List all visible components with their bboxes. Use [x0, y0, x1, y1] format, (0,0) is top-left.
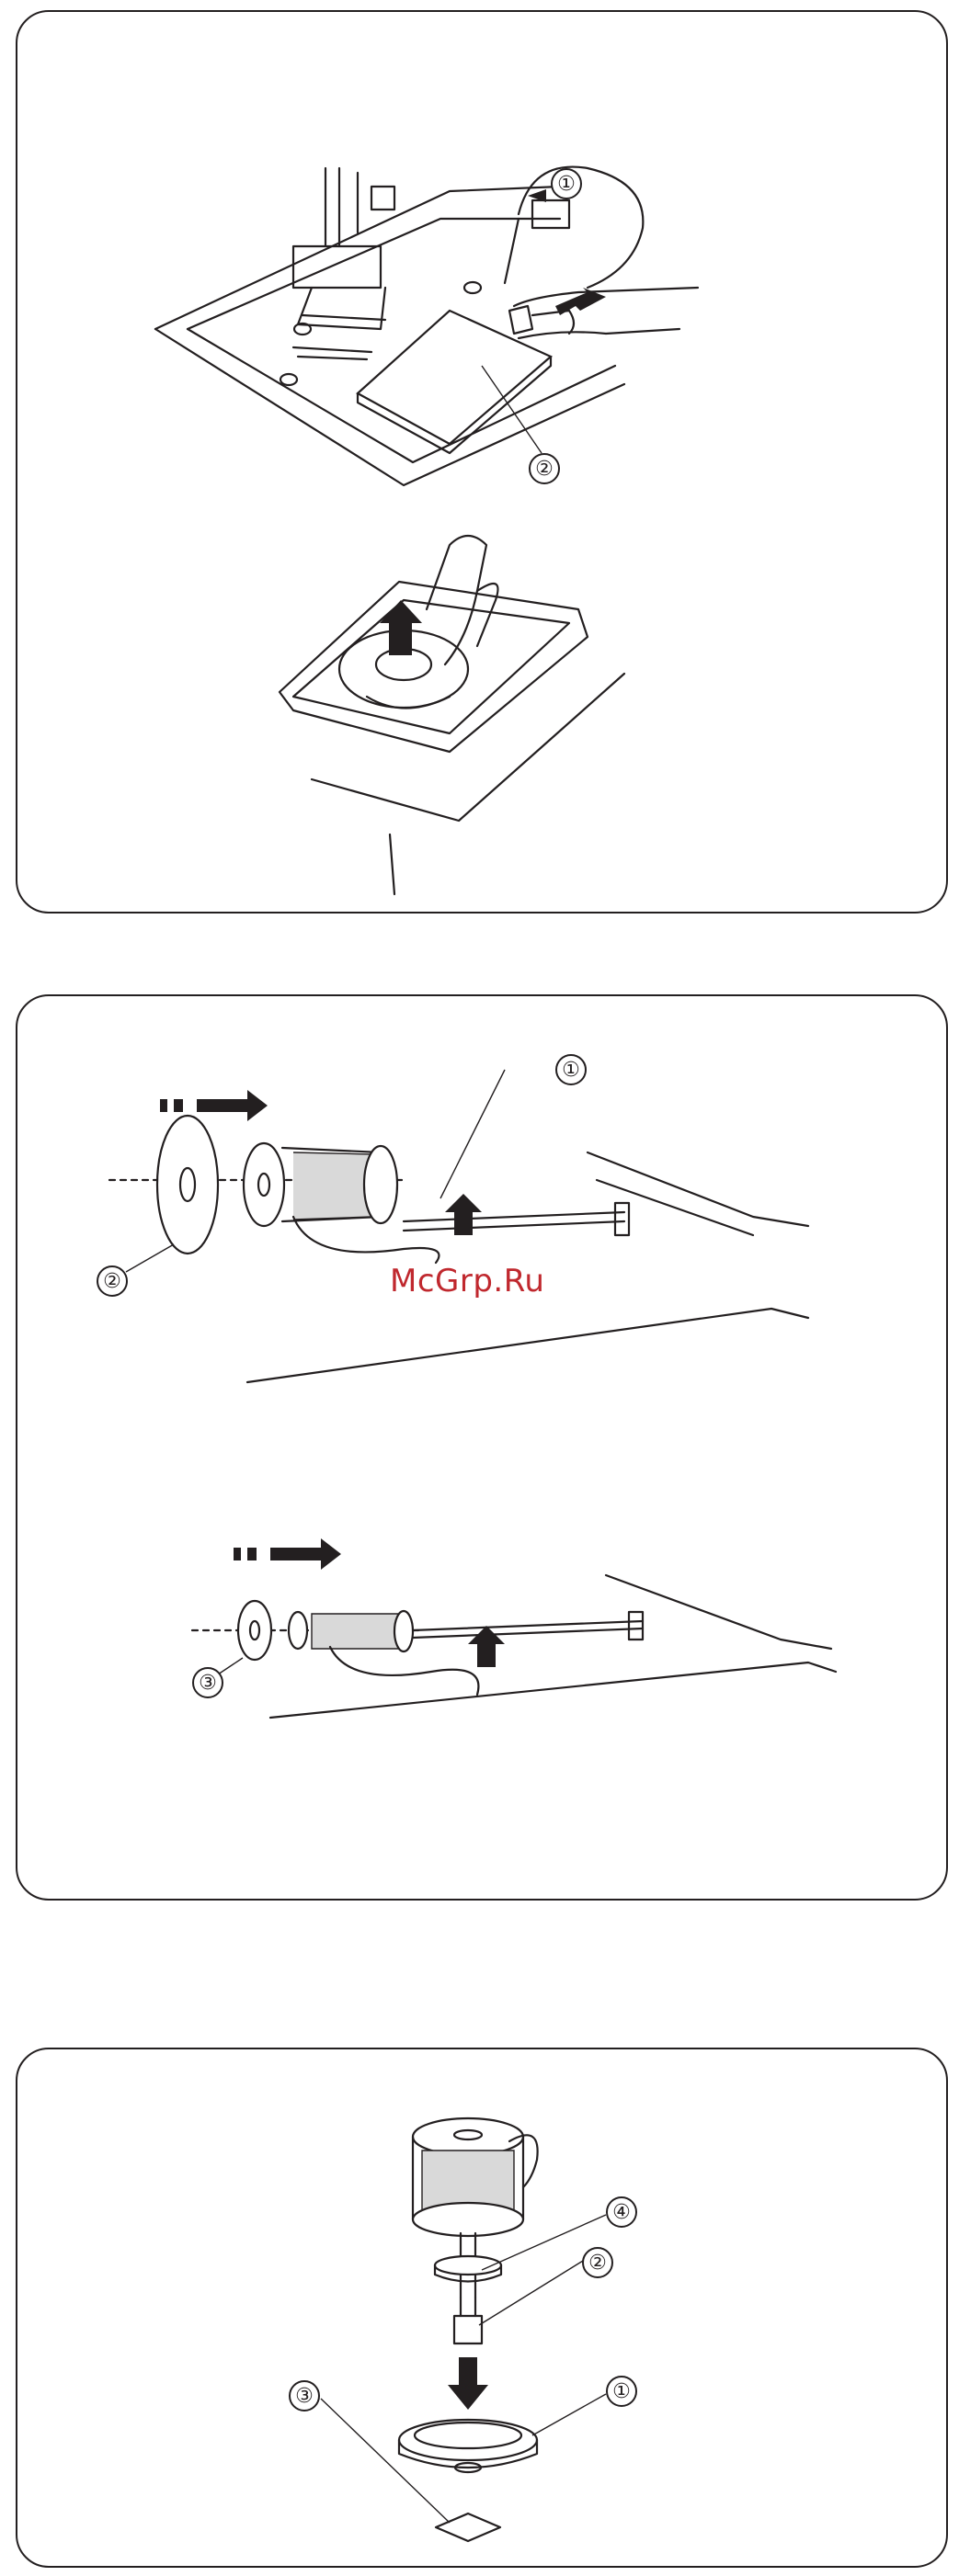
illustration-panel-spool-holder: ① ② ③ McGrp.Ru [16, 994, 948, 1901]
callout-3: ③ [192, 1667, 223, 1698]
callout-1: ① [606, 2376, 637, 2407]
needle-plate-illustration [17, 12, 948, 914]
callout-1: ① [555, 1054, 587, 1085]
callout-3: ③ [289, 2380, 320, 2411]
watermark-text: McGrp.Ru [390, 1263, 544, 1299]
illustration-panel-extra-spool-pin: ④ ② ① ③ [16, 2048, 948, 2568]
callout-2: ② [97, 1265, 128, 1297]
extra-spool-pin-illustration [17, 2049, 948, 2568]
callout-4: ④ [606, 2196, 637, 2228]
spool-holder-illustration [17, 996, 948, 1901]
callout-2: ② [529, 453, 560, 484]
illustration-panel-needle-plate: ① ② [16, 10, 948, 914]
callout-1: ① [551, 168, 582, 199]
callout-2: ② [582, 2247, 613, 2278]
